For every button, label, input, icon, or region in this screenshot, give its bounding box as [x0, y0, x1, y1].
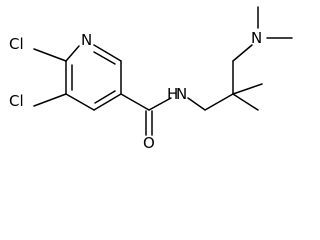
atom-label-cl-bottom: Cl [9, 92, 24, 110]
bond-c6-cl [33, 48, 67, 62]
bond-ch2-cquat [204, 93, 234, 111]
bond-cquat-methyl-down [232, 93, 259, 111]
molecule-diagram: N Cl Cl H N O N [9, 6, 293, 152]
atom-label-n-pyridine: N [81, 31, 92, 49]
bond-n1-c2-inner [93, 51, 116, 65]
bond-n1-c2 [93, 44, 122, 62]
structure-canvas: N Cl Cl H N O N [9, 6, 293, 152]
pyridine-ring [65, 44, 122, 111]
atom-label-o-carbonyl: O [143, 134, 155, 152]
bond-ch2-nme2 [232, 44, 253, 62]
atom-label-cl-top: Cl [9, 35, 24, 53]
atom-label-n-amide: N [176, 85, 187, 103]
bond-c4-c5 [65, 93, 95, 111]
bond-c6-n1 [65, 45, 80, 62]
bond-c3-c4 [93, 93, 122, 111]
atom-label-h-amide: H [167, 85, 178, 103]
bond-c3-c4-inner [94, 90, 116, 104]
bond-c3-ccarbonyl [120, 93, 150, 111]
bond-ccarbonyl-n [148, 97, 172, 111]
bond-c5-cl [33, 93, 67, 107]
atom-label-n-dimethylamino: N [251, 29, 262, 47]
bond-cquat-methyl-right [232, 83, 263, 95]
bond-n-ch2 [187, 97, 206, 111]
